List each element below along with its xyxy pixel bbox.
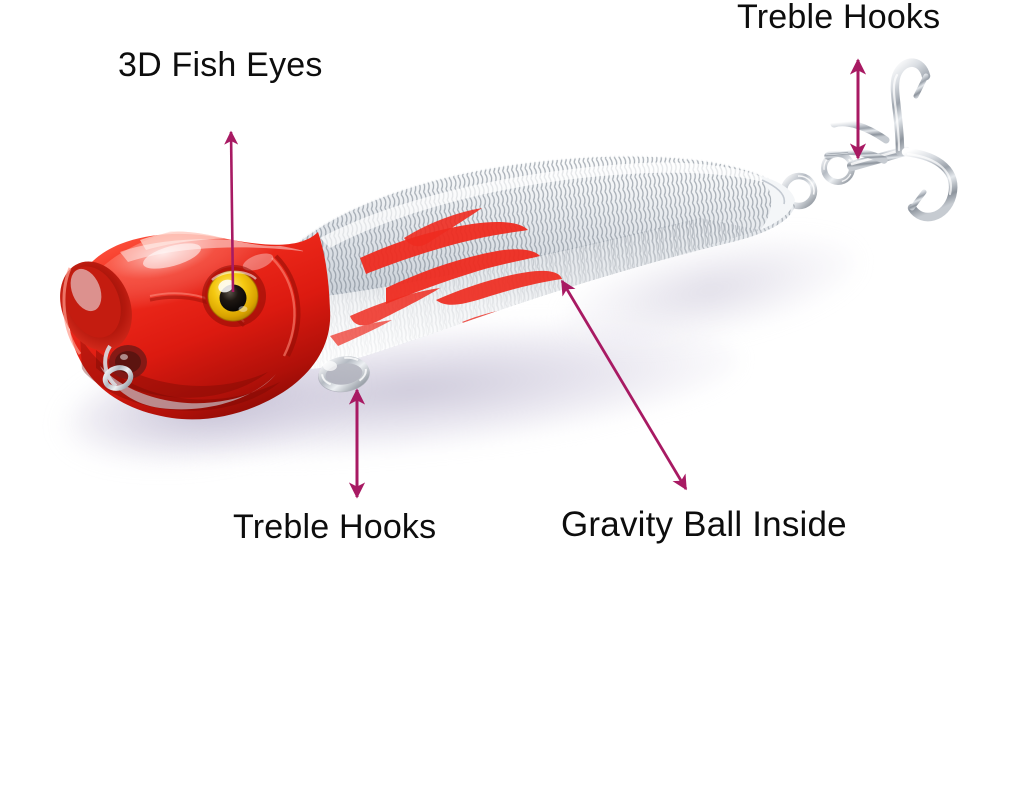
callout-label-treble-hooks-top: Treble Hooks [737, 0, 941, 36]
callout-label-gravity-ball-inside: Gravity Ball Inside [561, 505, 847, 544]
treble-hook-rear [824, 58, 958, 222]
rear-hook-assembly [780, 58, 958, 222]
lure-tail-tip [760, 176, 795, 230]
nose-line-tie [102, 365, 134, 391]
callout-label-treble-hooks-bottom: Treble Hooks [233, 508, 437, 546]
callout-label-3d-fish-eyes: 3D Fish Eyes [118, 46, 323, 84]
lure-head [60, 231, 331, 420]
lure-eye-3d [202, 265, 266, 327]
popper-mouth-cup [60, 261, 132, 355]
belly-hook-assembly [318, 356, 370, 393]
lure-body [280, 154, 795, 369]
belly-split-ring [318, 356, 370, 392]
